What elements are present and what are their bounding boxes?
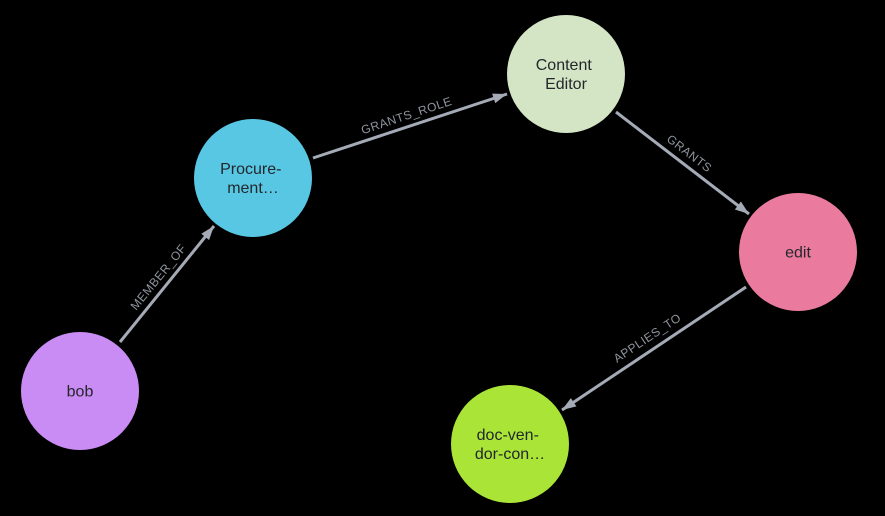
edge-applies-to[interactable]: APPLIES_TO	[561, 285, 747, 412]
node-bob[interactable]: bob	[21, 332, 139, 450]
node-doc-vendor-contract[interactable]: doc-ven- dor-con…	[451, 385, 569, 503]
node-content-editor[interactable]: Content Editor	[507, 15, 625, 133]
node-edit-circle[interactable]	[739, 193, 857, 311]
edge-applies-to-line[interactable]	[561, 285, 747, 412]
node-edit[interactable]: edit	[739, 193, 857, 311]
edge-grants[interactable]: GRANTS	[615, 110, 750, 216]
edge-applies-to-label: APPLIES_TO	[611, 311, 684, 366]
edge-grants-line[interactable]	[615, 110, 750, 216]
node-bob-circle[interactable]	[21, 332, 139, 450]
node-doc-vendor-contract-circle[interactable]	[451, 385, 569, 503]
edge-member-of[interactable]: MEMBER_OF	[118, 225, 216, 343]
node-content-editor-circle[interactable]	[507, 15, 625, 133]
edge-grants-role-line[interactable]	[312, 92, 508, 160]
edge-member-of-label: MEMBER_OF	[128, 241, 190, 312]
node-procurement-circle[interactable]	[194, 119, 312, 237]
edge-grants-role[interactable]: GRANTS_ROLE	[312, 92, 508, 160]
node-procurement[interactable]: Procure- ment…	[194, 119, 312, 237]
edge-member-of-line[interactable]	[118, 225, 216, 343]
